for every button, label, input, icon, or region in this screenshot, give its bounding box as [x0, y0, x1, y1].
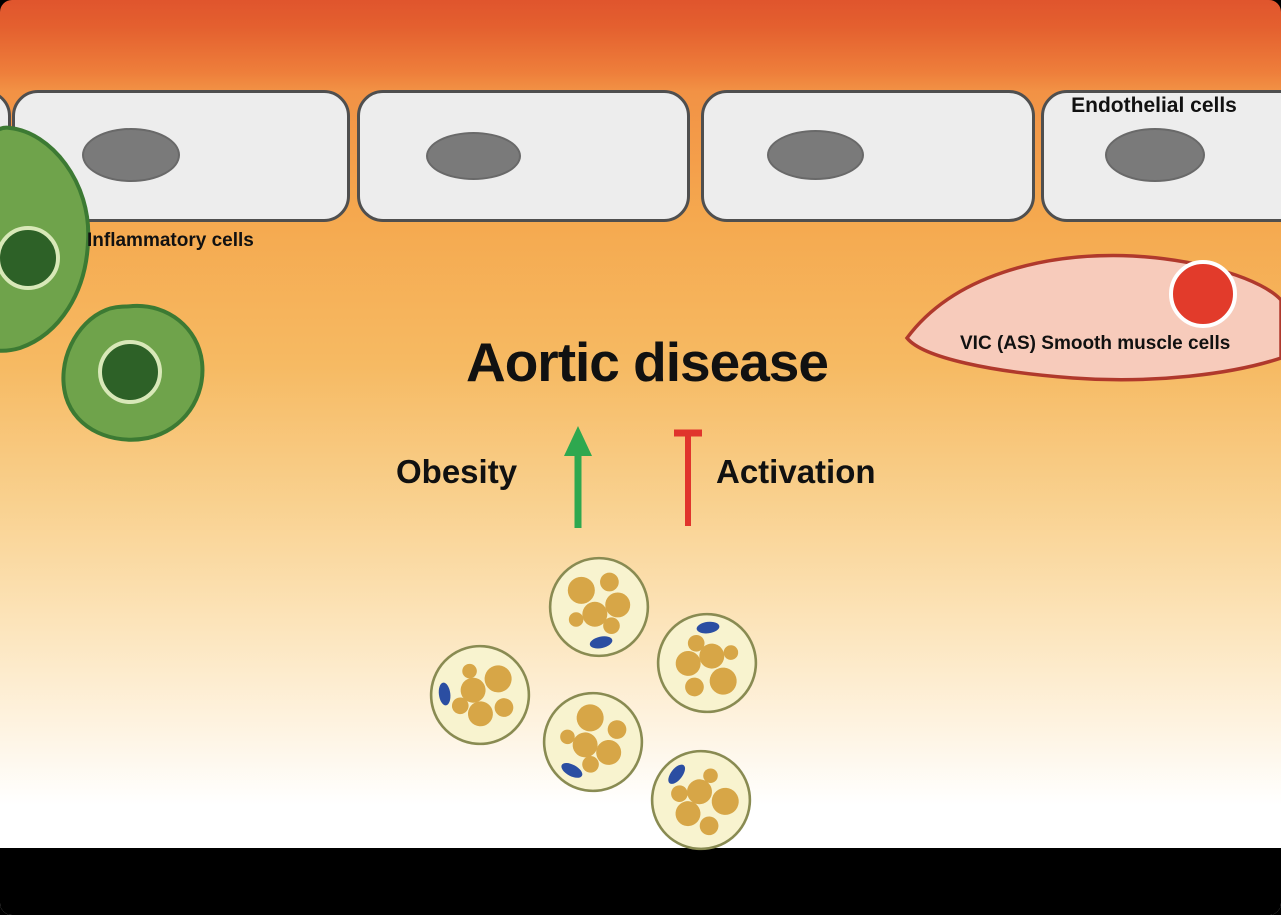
endothelial-cell-2: [357, 90, 690, 222]
activation-label: Activation: [716, 453, 876, 490]
adipocyte-5: [649, 748, 753, 852]
adipocyte-1: [548, 556, 650, 658]
inflammatory-nucleus-1: [0, 226, 60, 290]
adipocyte-4: [655, 611, 759, 715]
endothelial-nucleus-4: [1105, 128, 1205, 182]
endothelial-cell-3: [701, 90, 1035, 222]
smooth-muscle-cell: [904, 253, 1281, 382]
bottom-black-band: [0, 848, 1281, 915]
inflammatory-cell-2: [61, 303, 205, 442]
green-up-arrow-icon: [564, 426, 592, 528]
inflammatory-cells-label: Inflammatory cells: [87, 230, 254, 251]
inflammatory-nucleus-2: [98, 340, 162, 404]
adipocyte-3: [541, 690, 645, 794]
endothelial-cells-label: Endothelial cells: [1071, 94, 1237, 117]
endothelial-nucleus-1: [82, 128, 180, 182]
diagram-title: Aortic disease: [465, 331, 829, 393]
endothelial-nucleus-3: [767, 130, 864, 180]
smooth-muscle-cells-label: VIC (AS) Smooth muscle cells: [960, 333, 1231, 354]
endothelial-nucleus-2: [426, 132, 521, 180]
obesity-label: Obesity: [396, 453, 518, 490]
inflammatory-cell-1: [0, 125, 91, 353]
smooth-muscle-nucleus: [1169, 260, 1237, 328]
adipocyte-2: [428, 643, 532, 747]
red-inhibition-bar-icon: [674, 429, 702, 526]
